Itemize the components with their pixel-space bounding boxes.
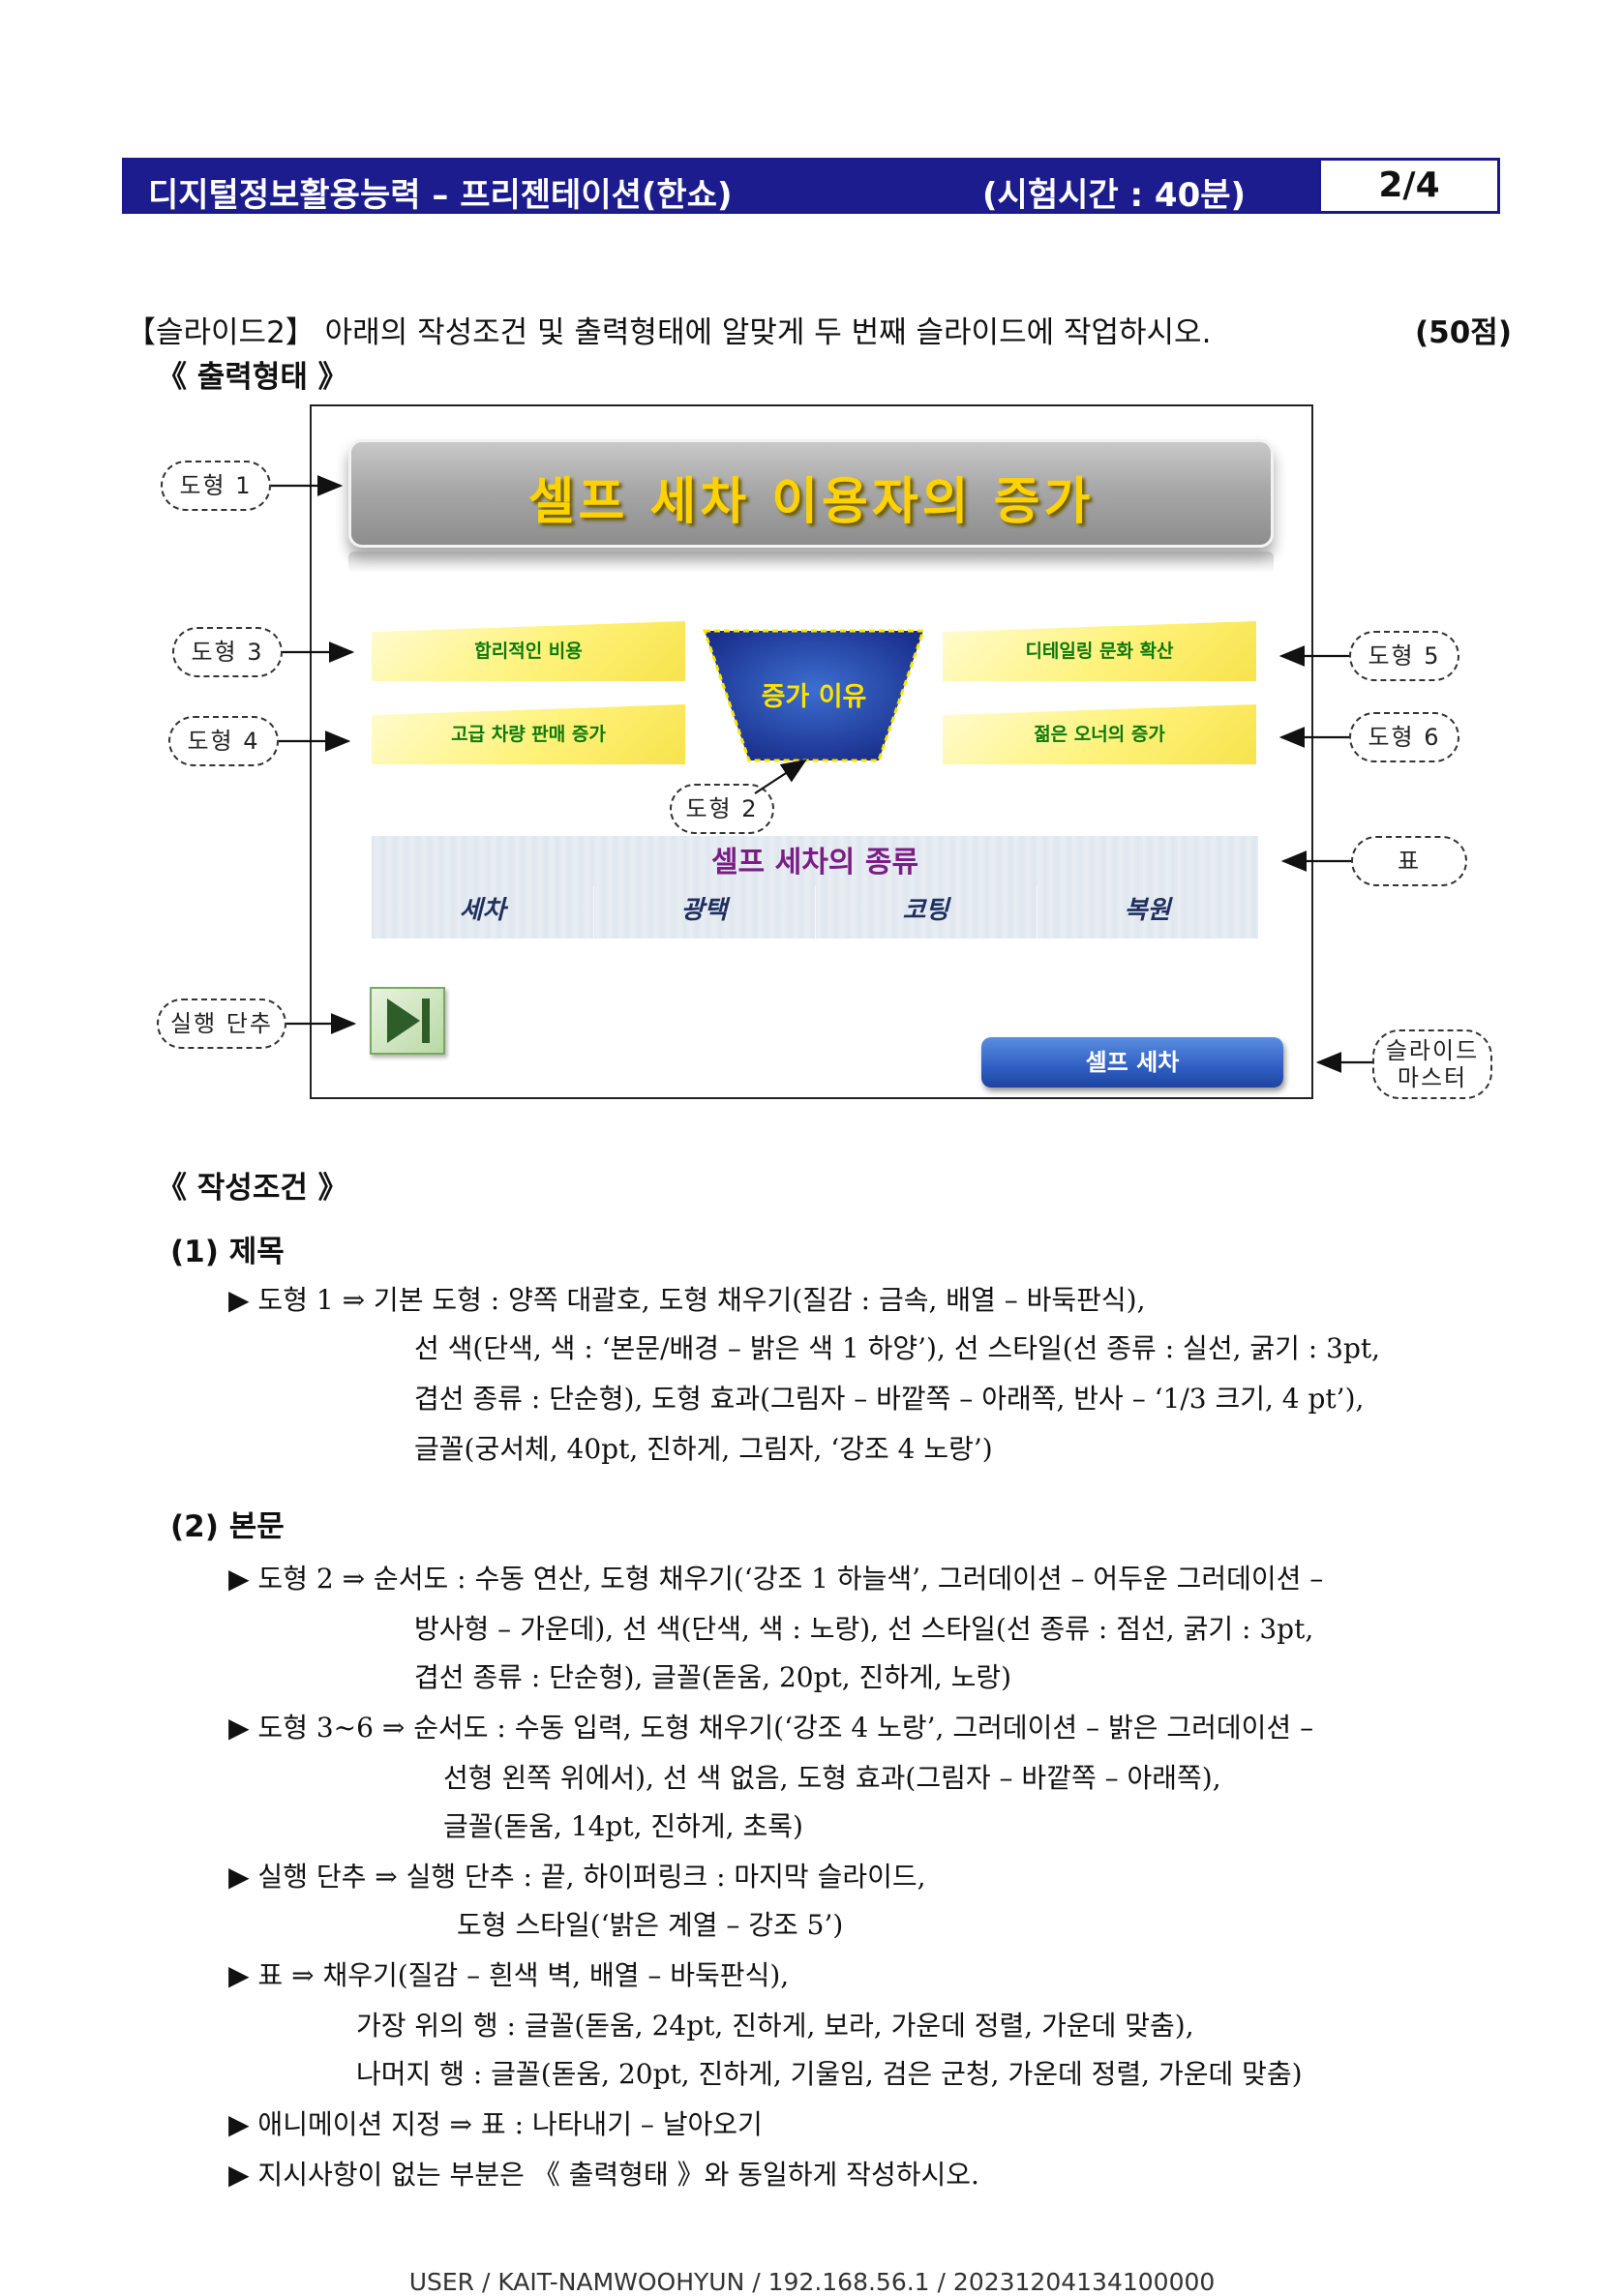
- title-reflection: [348, 552, 1274, 573]
- exam-time: (시험시간 : 40분): [982, 176, 1247, 215]
- cond-line: ▶ 도형 3~6 ⇒ 순서도 : 수동 입력, 도형 채우기(‘강조 4 노랑’…: [228, 1712, 1314, 1744]
- cond-line: 겹선 종류 : 단순형), 도형 효과(그림자 – 바깥쪽 – 아래쪽, 반사 …: [414, 1383, 1365, 1415]
- cond-line: ▶ 도형 1 ⇒ 기본 도형 : 양쪽 대괄호, 도형 채우기(질감 : 금속,…: [228, 1284, 1146, 1316]
- callout-master: 슬라이드 마스터: [1372, 1029, 1492, 1099]
- shape4-box: 고급 차량 판매 증가: [372, 704, 685, 764]
- output-heading: 《 출력형태 》: [157, 360, 348, 395]
- task-instruction: 【슬라이드2】 아래의 작성조건 및 출력형태에 알맞게 두 번째 슬라이드에 …: [126, 315, 1212, 350]
- exam-header-bar: 디지털정보활용능력 – 프리젠테이션(한쇼) (시험시간 : 40분) 2/4: [122, 158, 1500, 215]
- end-action-button[interactable]: [370, 987, 445, 1055]
- callout-arrows: [271, 475, 1372, 1073]
- page-number: 2/4: [1318, 161, 1497, 211]
- shape5-box: 디테일링 문화 확산: [943, 621, 1256, 681]
- callout-table: 표: [1351, 836, 1467, 886]
- cond-line: ▶ 도형 2 ⇒ 순서도 : 수동 연산, 도형 채우기(‘강조 1 하늘색’,…: [228, 1563, 1324, 1595]
- skip-end-icon: [387, 999, 430, 1043]
- shape2-label: 증가 이유: [761, 682, 867, 712]
- cond-line: ▶ 실행 단추 ⇒ 실행 단추 : 끝, 하이퍼링크 : 마지막 슬라이드,: [228, 1861, 926, 1893]
- callout-shape5: 도형 5: [1349, 631, 1459, 681]
- table-cell: 코팅: [902, 896, 949, 925]
- callout-master-line2: 마스터: [1397, 1064, 1468, 1091]
- exam-title: 디지털정보활용능력 – 프리젠테이션(한쇼): [148, 176, 733, 215]
- cond-line: 방사형 – 가운데), 선 색(단색, 색 : 노랑), 선 스타일(선 종류 …: [414, 1613, 1314, 1645]
- cond-line: ▶ 지시사항이 없는 부분은 《 출력형태 》와 동일하게 작성하시오.: [228, 2159, 979, 2191]
- shape3-box: 합리적인 비용: [372, 621, 685, 681]
- callout-shape1: 도형 1: [161, 461, 271, 511]
- footer-user-info: USER / KAIT-NAMWOOHYUN / 192.168.56.1 / …: [408, 2268, 1216, 2296]
- cond-line: 가장 위의 행 : 글꼴(돋움, 24pt, 진하게, 보라, 가운데 정렬, …: [356, 2010, 1194, 2042]
- callout-shape4: 도형 4: [168, 716, 279, 766]
- cond-line: 글꼴(궁서체, 40pt, 진하게, 그림자, ‘강조 4 노랑’): [414, 1433, 993, 1465]
- table-divider: [815, 886, 816, 939]
- cond-line: 글꼴(돋움, 14pt, 진하게, 초록): [443, 1810, 803, 1842]
- callout-master-line1: 슬라이드: [1385, 1037, 1480, 1064]
- section2-title: (2) 본문: [170, 1509, 285, 1544]
- task-points: (50점): [1415, 315, 1512, 350]
- table-divider: [593, 886, 594, 939]
- table-header: 셀프 세차의 종류: [710, 846, 919, 880]
- cond-line: 도형 스타일(‘밝은 계열 – 강조 5’): [457, 1909, 844, 1941]
- cond-line: ▶ 표 ⇒ 채우기(질감 – 흰색 벽, 배열 – 바둑판식),: [228, 1959, 790, 1991]
- callout-shape3: 도형 3: [172, 627, 283, 677]
- shape2-trapezoid: [702, 629, 926, 762]
- cond-line: ▶ 애니메이션 지정 ⇒ 표 : 나타내기 – 날아오기: [228, 2108, 763, 2140]
- table-cell: 복원: [1124, 896, 1171, 925]
- table-divider: [1037, 886, 1038, 939]
- cond-line: 선 색(단색, 색 : ‘본문/배경 – 밝은 색 1 하양’), 선 스타일(…: [414, 1332, 1381, 1364]
- callout-action: 실행 단추: [157, 999, 286, 1049]
- cond-line: 나머지 행 : 글꼴(돋움, 20pt, 진하게, 기울임, 검은 군청, 가운…: [356, 2058, 1303, 2090]
- cond-line: 겹선 종류 : 단순형), 글꼴(돋움, 20pt, 진하게, 노랑): [414, 1661, 1012, 1693]
- conditions-heading: 《 작성조건 》: [157, 1171, 348, 1206]
- table-cell: 광택: [680, 896, 728, 925]
- title-shape: [348, 439, 1274, 548]
- slide-title: 셀프 세차 이용자의 증가: [527, 472, 1095, 531]
- shape6-box: 젊은 오너의 증가: [943, 704, 1256, 764]
- table-cell: 세차: [459, 896, 506, 925]
- master-button[interactable]: 셀프 세차: [981, 1037, 1283, 1088]
- cond-line: 선형 왼쪽 위에서), 선 색 없음, 도형 효과(그림자 – 바깥쪽 – 아래…: [443, 1762, 1221, 1794]
- callout-shape6: 도형 6: [1349, 712, 1459, 762]
- section1-title: (1) 제목: [170, 1235, 285, 1269]
